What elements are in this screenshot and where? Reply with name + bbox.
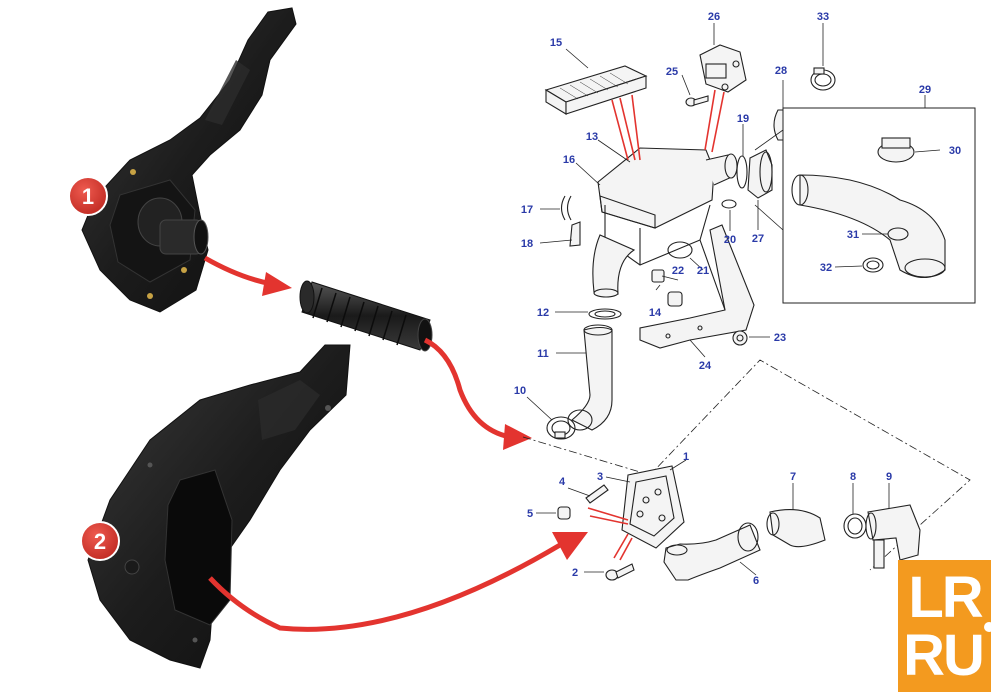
callout-26: 26 (708, 11, 720, 23)
callout-30: 30 (949, 145, 961, 157)
hose-6 (663, 522, 761, 581)
gasket-21 (667, 241, 693, 259)
callout-leaders (526, 23, 941, 576)
callout-29: 29 (919, 84, 931, 96)
callout-9: 9 (886, 471, 892, 483)
sleeve-27 (747, 149, 773, 199)
callout-5: 5 (527, 508, 533, 520)
callout-33: 33 (817, 11, 829, 23)
clamp-33 (810, 67, 836, 91)
callout-1: 1 (683, 451, 689, 463)
callout-11: 11 (537, 348, 549, 360)
callout-22: 22 (672, 265, 684, 277)
callout-4: 4 (559, 476, 566, 488)
pin-4 (585, 484, 609, 504)
bolt-2 (605, 563, 635, 581)
callout-2: 2 (572, 567, 578, 579)
hose-11 (567, 324, 613, 431)
clamp-8 (843, 513, 867, 539)
badge-2-number: 2 (94, 529, 106, 554)
clamp-10 (546, 416, 576, 440)
callout-8: 8 (850, 471, 856, 483)
screw-25 (685, 95, 709, 107)
badge-1-number: 1 (82, 184, 94, 209)
snorkel-part-1-photo (81, 7, 297, 313)
callout-17: 17 (521, 204, 533, 216)
badge-2: 2 (80, 521, 120, 561)
callout-labels: 1 2 3 4 5 6 7 8 9 10 11 12 13 14 15 16 1… (514, 11, 961, 587)
red-guide-lines (587, 89, 725, 561)
callout-10: 10 (514, 385, 526, 397)
callout-21: 21 (697, 265, 709, 277)
callout-32: 32 (820, 262, 832, 274)
callout-27: 27 (752, 233, 764, 245)
logo-line-2: RU (903, 623, 983, 688)
snorkel-part-2-photo (87, 344, 351, 669)
bush-14 (667, 291, 683, 307)
callout-23: 23 (774, 332, 786, 344)
callout-14: 14 (649, 307, 662, 319)
clamp-32 (862, 257, 884, 273)
air-filter-element (544, 65, 648, 115)
callout-19: 19 (737, 113, 749, 125)
lr-ru-logo: LR RU (898, 560, 991, 692)
nut-5 (557, 506, 571, 520)
callout-6: 6 (753, 575, 759, 587)
callout-13: 13 (586, 131, 598, 143)
adapter-plate-1 (621, 465, 685, 549)
intake-hose-29 (791, 174, 946, 279)
cap-30 (877, 137, 915, 163)
seal-19 (736, 155, 748, 189)
callout-18: 18 (521, 238, 533, 250)
nut-23 (732, 330, 748, 346)
callout-16: 16 (563, 154, 575, 166)
callout-25: 25 (666, 66, 678, 78)
red-arrow-2 (423, 337, 532, 450)
tee-9 (865, 504, 921, 569)
red-arrow-3 (208, 532, 588, 632)
airflow-sensor (699, 44, 747, 93)
callout-12: 12 (537, 307, 549, 319)
callout-20: 20 (724, 234, 736, 246)
callout-28: 28 (775, 65, 787, 77)
callout-15: 15 (550, 37, 562, 49)
callout-3: 3 (597, 471, 603, 483)
grommet-22 (651, 269, 665, 283)
callout-7: 7 (790, 471, 796, 483)
air-box-housing (592, 147, 738, 298)
corrugated-hose-photo (299, 280, 433, 352)
oring-20 (721, 199, 737, 209)
red-arrow-1 (203, 255, 292, 296)
callout-24: 24 (699, 360, 712, 372)
callout-31: 31 (847, 229, 859, 241)
clip-17 (560, 195, 572, 221)
clamp-12 (588, 308, 622, 320)
logo-line-1: LR (908, 565, 982, 630)
boundary-line (522, 359, 971, 571)
hose-7 (766, 509, 826, 548)
badge-1: 1 (68, 176, 108, 216)
bracket-24 (639, 224, 755, 349)
clip-18 (569, 221, 581, 247)
